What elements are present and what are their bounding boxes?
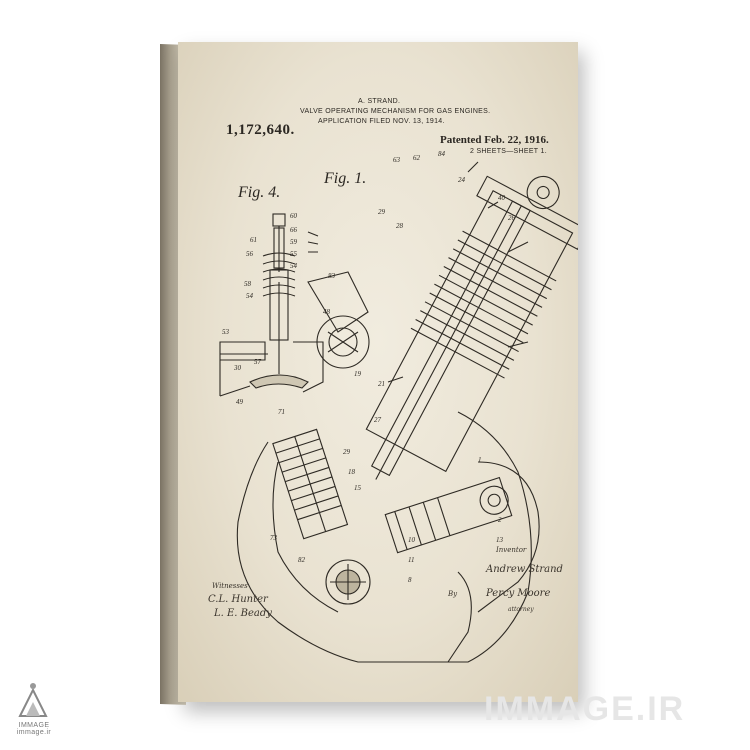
svg-text:28: 28 bbox=[396, 222, 404, 230]
svg-text:83: 83 bbox=[328, 272, 336, 280]
svg-text:29: 29 bbox=[378, 208, 386, 216]
engine-patent-drawing: 60 66 59 55 54 61 56 58 54 53 57 30 49 63 62 84 24 4… bbox=[219, 150, 578, 663]
patent-number: 1,172,640. bbox=[226, 122, 295, 138]
svg-text:58: 58 bbox=[244, 280, 252, 288]
svg-text:40: 40 bbox=[498, 194, 506, 202]
patent-title: VALVE OPERATING MECHANISM FOR GAS ENGINE… bbox=[300, 108, 491, 115]
svg-text:71: 71 bbox=[278, 408, 285, 416]
svg-text:66: 66 bbox=[290, 226, 298, 234]
svg-text:48: 48 bbox=[323, 308, 331, 316]
svg-text:49: 49 bbox=[236, 398, 244, 406]
svg-text:30: 30 bbox=[233, 364, 242, 372]
svg-text:27: 27 bbox=[374, 416, 382, 424]
witness-signature-2: L. E. Beady bbox=[214, 608, 272, 619]
svg-text:15: 15 bbox=[354, 484, 362, 492]
attorney-label: attorney bbox=[508, 606, 534, 613]
svg-text:63: 63 bbox=[393, 156, 401, 164]
svg-text:82: 82 bbox=[298, 556, 306, 564]
svg-text:24: 24 bbox=[458, 176, 466, 184]
immage-logo-caption: IMMAGE immage.ir bbox=[16, 722, 52, 736]
figure-4-label: Fig. 4. bbox=[238, 184, 281, 201]
figure-1-label: Fig. 1. bbox=[324, 170, 367, 187]
svg-text:1: 1 bbox=[478, 456, 482, 464]
attorney-signature: Percy Moore bbox=[486, 588, 551, 599]
patent-canvas-print: 60 66 59 55 54 61 56 58 54 53 57 30 49 63 62 84 24 4… bbox=[178, 42, 578, 702]
svg-text:59: 59 bbox=[290, 238, 298, 246]
svg-text:54: 54 bbox=[290, 262, 298, 270]
immage-watermark: IMMAGE.IR bbox=[484, 690, 686, 728]
inventor-label: Inventor bbox=[496, 546, 527, 554]
svg-text:10: 10 bbox=[408, 536, 416, 544]
witnesses-label: Witnesses bbox=[212, 582, 248, 590]
svg-text:84: 84 bbox=[438, 150, 446, 158]
svg-text:18: 18 bbox=[348, 468, 356, 476]
fig1-engine-drawing bbox=[236, 175, 578, 663]
immage-logo-icon bbox=[18, 683, 48, 717]
witness-signature-1: C.L. Hunter bbox=[208, 594, 268, 605]
svg-text:56: 56 bbox=[246, 250, 254, 258]
svg-text:55: 55 bbox=[290, 250, 298, 258]
svg-text:21: 21 bbox=[378, 380, 385, 388]
svg-text:11: 11 bbox=[408, 556, 414, 564]
svg-text:13: 13 bbox=[496, 536, 504, 544]
svg-text:2: 2 bbox=[498, 516, 502, 524]
svg-text:61: 61 bbox=[250, 236, 257, 244]
by-label: By bbox=[448, 590, 458, 598]
svg-text:73: 73 bbox=[270, 534, 278, 542]
svg-text:8: 8 bbox=[408, 576, 412, 584]
patent-application-date: APPLICATION FILED NOV. 13, 1914. bbox=[318, 118, 445, 125]
fig4-valve-drawing bbox=[219, 213, 324, 397]
svg-text:26: 26 bbox=[508, 214, 516, 222]
patent-date: Patented Feb. 22, 1916. bbox=[440, 134, 549, 146]
svg-text:54: 54 bbox=[246, 292, 254, 300]
svg-text:60: 60 bbox=[290, 212, 298, 220]
svg-text:19: 19 bbox=[354, 370, 362, 378]
svg-text:53: 53 bbox=[222, 328, 230, 336]
patent-sheets: 2 SHEETS—SHEET 1. bbox=[470, 148, 547, 155]
patent-inventor-header: A. STRAND. bbox=[358, 98, 401, 105]
svg-text:57: 57 bbox=[254, 358, 262, 366]
svg-text:62: 62 bbox=[413, 154, 421, 162]
inventor-signature: Andrew Strand bbox=[486, 564, 563, 575]
svg-text:29: 29 bbox=[343, 448, 351, 456]
